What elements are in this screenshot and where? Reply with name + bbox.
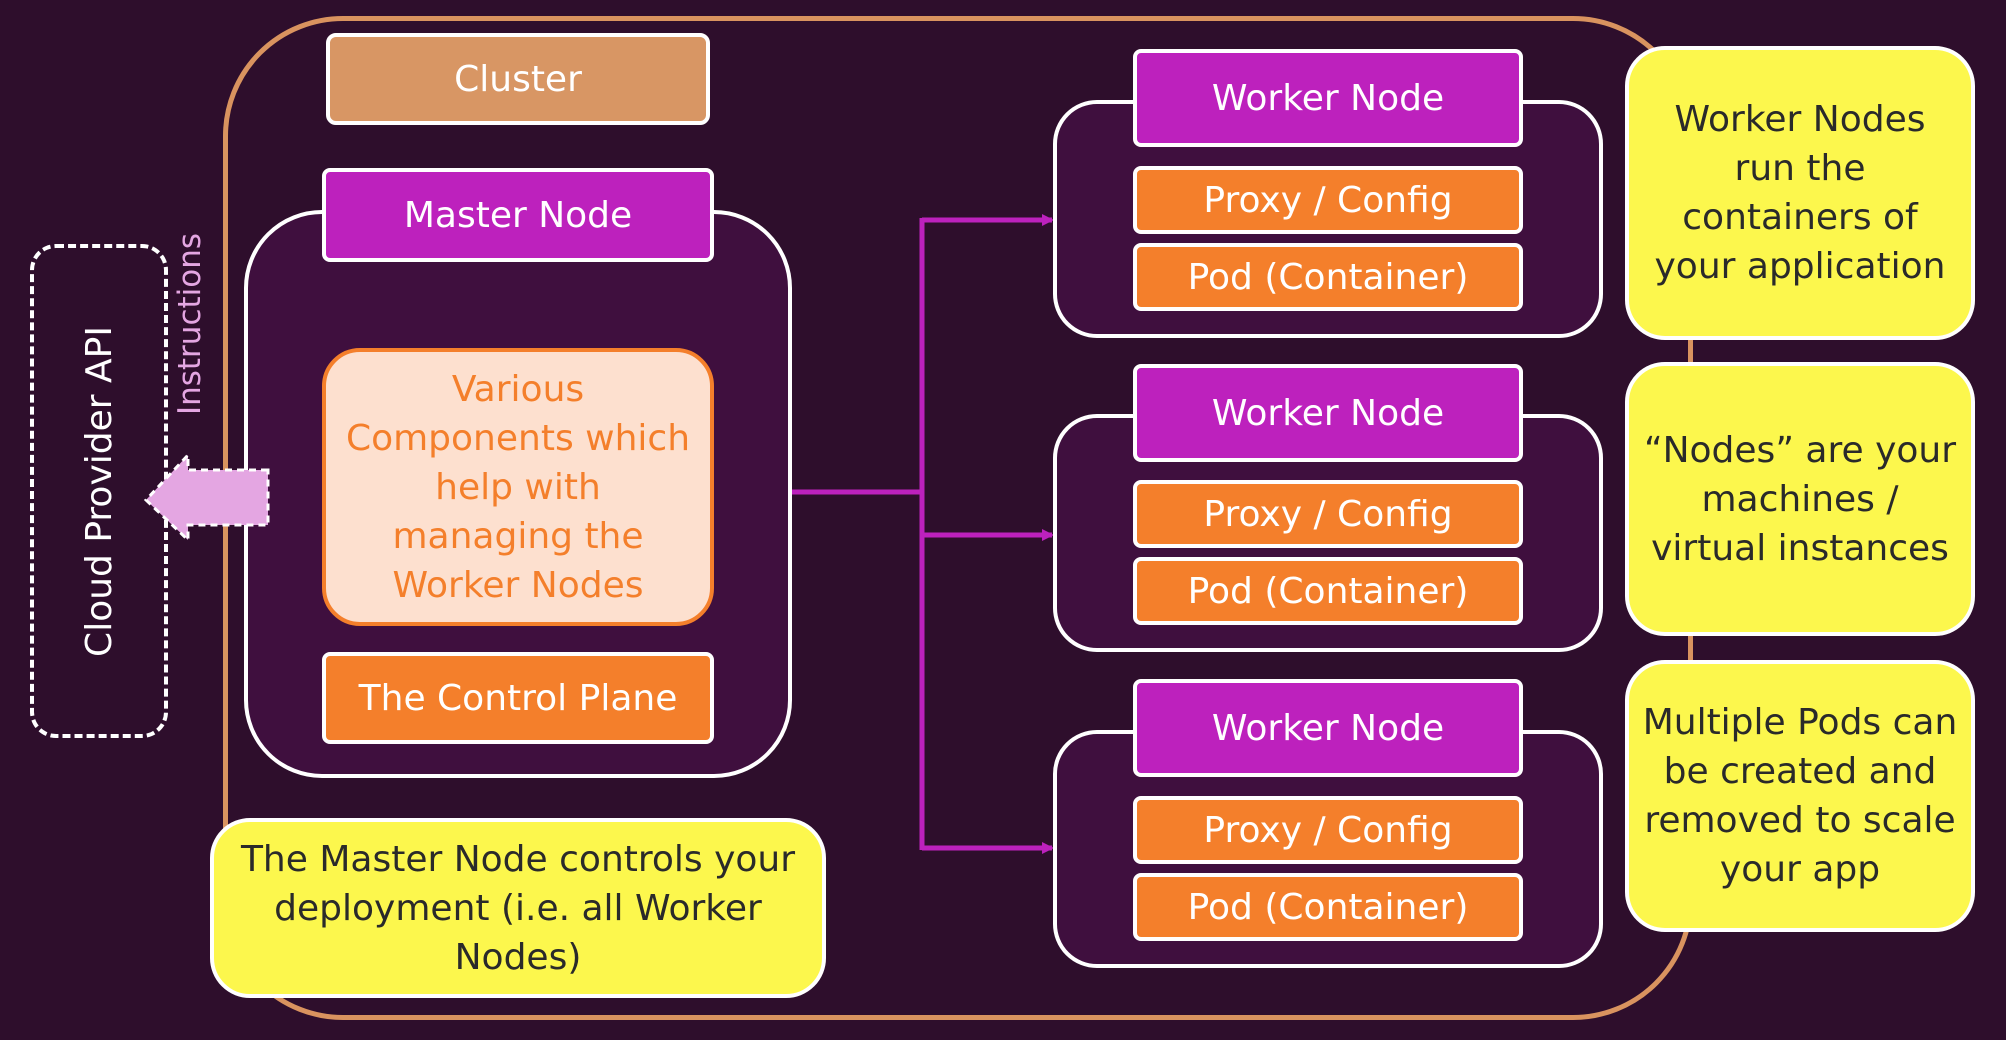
worker-node-label-1: Worker Node: [1133, 49, 1523, 147]
cluster-label: Cluster: [326, 33, 710, 125]
worker-pod-1: Pod (Container): [1133, 243, 1523, 311]
worker-proxy-config-1: Proxy / Config: [1133, 166, 1523, 234]
master-node-label: Master Node: [322, 168, 714, 262]
worker-proxy-config-2: Proxy / Config: [1133, 480, 1523, 548]
worker-node-label-2: Worker Node: [1133, 364, 1523, 462]
control-plane-label: The Control Plane: [322, 652, 714, 744]
instruction-arrow: [143, 451, 270, 544]
worker-pod-3: Pod (Container): [1133, 873, 1523, 941]
master-components-box: Various Components which help with manag…: [322, 348, 714, 626]
pods-scaling-note: Multiple Pods can be created and removed…: [1625, 660, 1975, 932]
worker-pod-2: Pod (Container): [1133, 557, 1523, 625]
worker-node-label-3: Worker Node: [1133, 679, 1523, 777]
nodes-definition-note: “Nodes” are your machines / virtual inst…: [1625, 362, 1975, 636]
worker-proxy-config-3: Proxy / Config: [1133, 796, 1523, 864]
master-node-note: The Master Node controls your deployment…: [210, 818, 826, 998]
worker-nodes-note: Worker Nodes run the containers of your …: [1625, 46, 1975, 340]
